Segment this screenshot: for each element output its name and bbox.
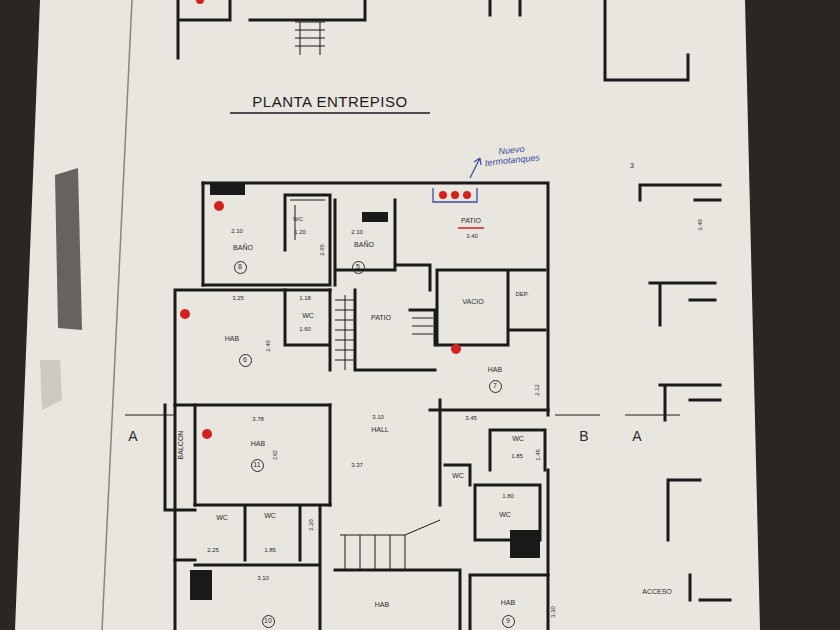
dimension-label: 3.10: [257, 575, 269, 582]
callout-number: 5: [356, 263, 360, 271]
room-label: VACIO: [462, 298, 483, 306]
dimension-label: 3.45: [465, 415, 477, 422]
dimension-label: 2.65: [319, 244, 326, 256]
room-label: WC: [512, 435, 524, 443]
dimension-label: 2.10: [351, 229, 363, 236]
dimension-label: 3.78: [252, 416, 264, 423]
room-number-circle: 5: [352, 261, 365, 274]
dimension-label: 3.40: [466, 233, 478, 240]
dimension-label: 1.85: [264, 547, 276, 554]
dimension-label: 1.85: [511, 453, 523, 460]
room-label: A: [632, 429, 641, 444]
dimension-label: 3: [630, 162, 634, 170]
dimension-label: 1.20: [294, 229, 306, 236]
room-label: WC: [302, 312, 314, 320]
room-number-circle: 8: [234, 261, 247, 274]
handwritten-note: Nuevo termotanques: [480, 143, 544, 169]
room-label: WC: [452, 472, 464, 480]
plan-title: PLANTA ENTREPISO: [252, 94, 407, 111]
room-label: HAB: [488, 366, 502, 374]
room-label: WC: [216, 514, 228, 522]
room-number-circle: 9: [502, 615, 515, 628]
dimension-label: 2.25: [207, 547, 219, 554]
dimension-label: 1.18: [299, 295, 311, 302]
dimension-label: 3.37: [351, 462, 363, 469]
callout-number: 6: [243, 356, 247, 364]
room-number-circle: 7: [489, 380, 502, 393]
room-label: WC: [499, 511, 511, 519]
callout-number: 8: [238, 263, 242, 271]
room-label: DEP.: [515, 291, 528, 298]
callout-number: 10: [264, 617, 272, 625]
dimension-label: 1.80: [502, 493, 514, 500]
room-label: HAB: [251, 440, 265, 448]
room-label: HAB: [225, 335, 239, 343]
room-number-circle: 11: [251, 459, 264, 472]
room-label: WC: [293, 216, 303, 223]
room-label: BAÑO: [354, 241, 374, 249]
callout-number: 7: [493, 382, 497, 390]
room-label: PATIO: [371, 314, 391, 322]
room-label: BAÑO: [233, 244, 253, 252]
dimension-label: 2.40: [265, 340, 272, 352]
dimension-label: 1.60: [299, 326, 311, 333]
room-label: ACCESO: [642, 588, 672, 596]
dimension-label: 1.45: [535, 449, 542, 461]
room-label: A: [128, 429, 137, 444]
dimension-label: 3.40: [697, 219, 704, 231]
callout-number: 9: [506, 617, 510, 625]
room-label: B: [579, 429, 588, 444]
dimension-label: 2.12: [534, 384, 541, 396]
room-label: HAB: [501, 599, 515, 607]
room-label: HAB: [375, 601, 389, 609]
room-label: PATIO: [461, 217, 481, 225]
dimension-label: 2.20: [308, 519, 315, 531]
dimension-label: 2.10: [231, 228, 243, 235]
dimension-label: 2.62: [273, 450, 279, 460]
room-label: BALCON: [177, 431, 185, 460]
dimension-label: 3.25: [232, 295, 244, 302]
dimension-label: 3.10: [372, 414, 384, 421]
room-label: WC: [264, 512, 276, 520]
room-number-circle: 10: [262, 615, 275, 628]
room-number-circle: 6: [239, 354, 252, 367]
callout-number: 11: [253, 461, 260, 469]
dimension-label: 3.30: [550, 606, 557, 618]
room-label: HALL: [371, 426, 389, 434]
